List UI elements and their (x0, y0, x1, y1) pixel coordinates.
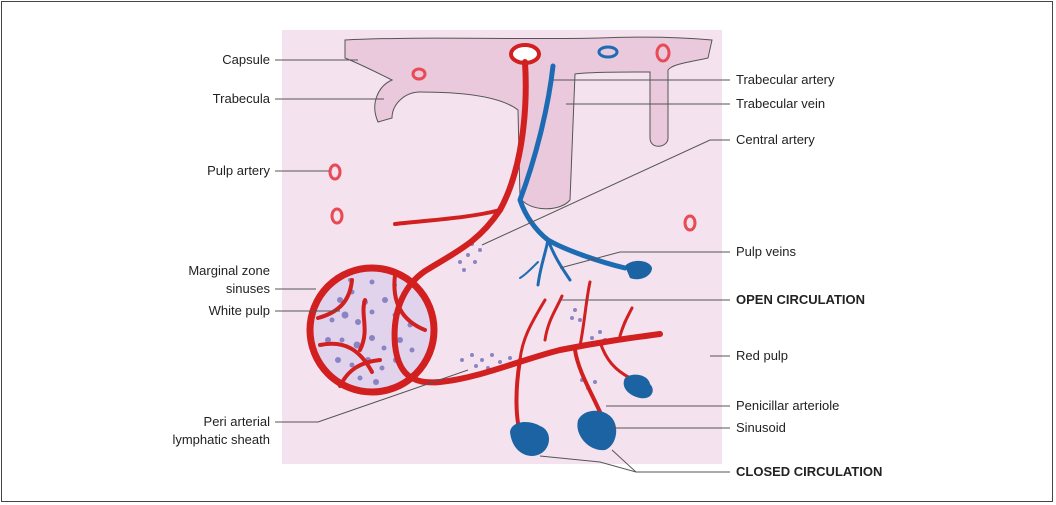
label-penicillar-arteriole: Penicillar arteriole (736, 398, 839, 413)
label-closed-circulation: CLOSED CIRCULATION (736, 464, 882, 479)
label-pulp-artery: Pulp artery (207, 163, 270, 178)
label-white-pulp: White pulp (209, 303, 270, 318)
label-marginal-zone-line1: Marginal zone (188, 263, 270, 278)
label-pulp-veins: Pulp veins (736, 244, 796, 259)
label-red-pulp: Red pulp (736, 348, 788, 363)
label-pals-line2: lymphatic sheath (172, 432, 270, 447)
label-sinusoid: Sinusoid (736, 420, 786, 435)
label-trabecular-vein: Trabecular vein (736, 96, 825, 111)
label-capsule: Capsule (222, 52, 270, 67)
label-trabecula: Trabecula (213, 91, 271, 106)
label-trabecular-artery: Trabecular artery (736, 72, 835, 87)
label-open-circulation: OPEN CIRCULATION (736, 292, 865, 307)
label-central-artery: Central artery (736, 132, 815, 147)
label-pals-line1: Peri arterial (204, 414, 271, 429)
label-marginal-zone-line2: sinuses (226, 281, 271, 296)
